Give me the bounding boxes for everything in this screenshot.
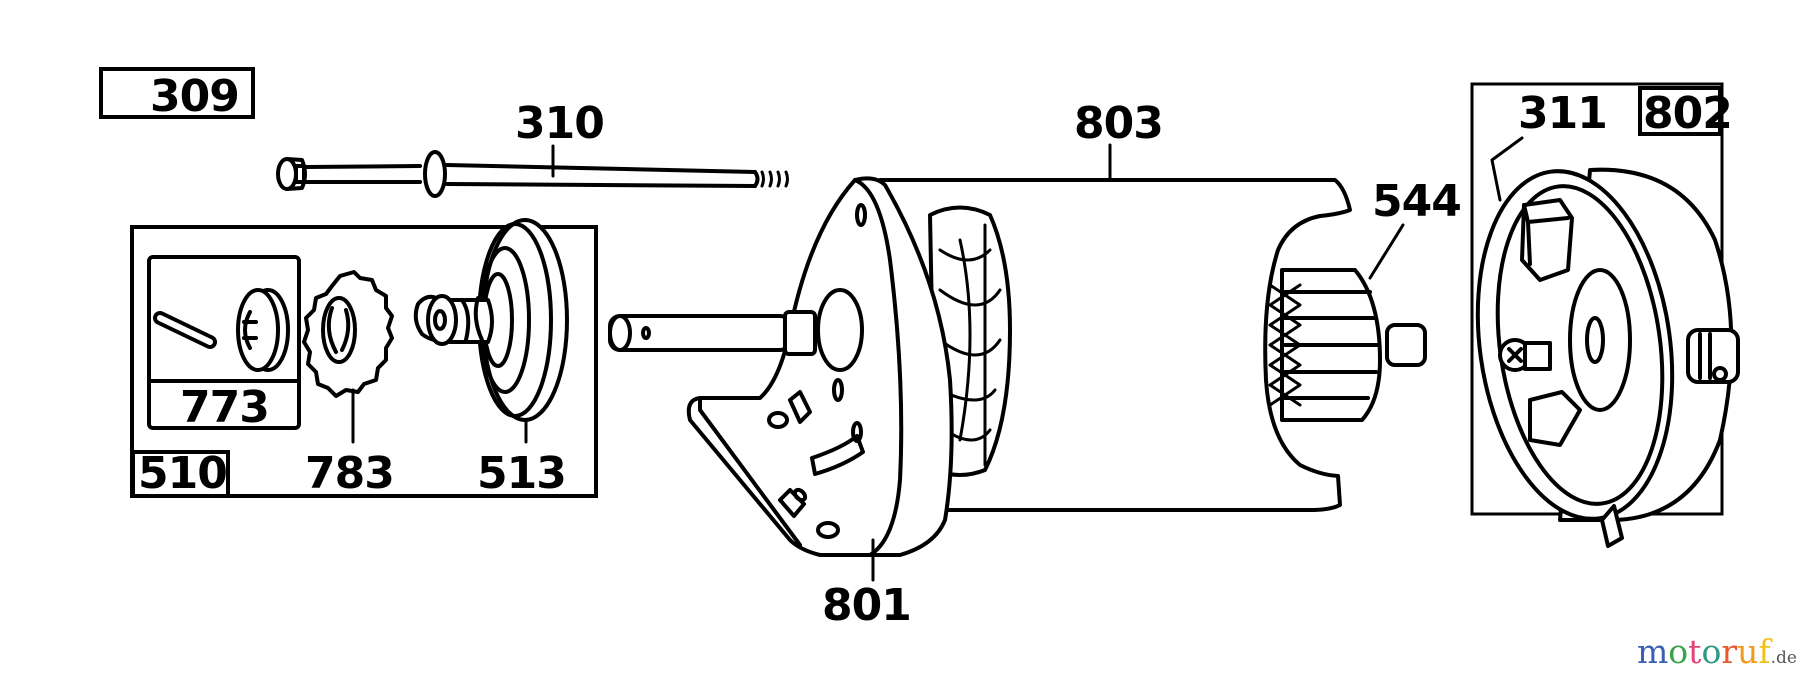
logo-letter: r xyxy=(1721,632,1738,671)
thread-icon xyxy=(760,170,789,188)
part-510-group[interactable]: 510 773 783 xyxy=(130,218,598,499)
part-label-510: 510 xyxy=(138,448,227,499)
logo-letter: t xyxy=(1688,632,1702,671)
logo-suffix: .de xyxy=(1770,648,1797,668)
shaft-icon xyxy=(608,314,792,352)
label-box-309 xyxy=(99,67,255,119)
label-box-510 xyxy=(131,450,230,498)
part-783[interactable]: 783 xyxy=(302,270,395,499)
group-box-510 xyxy=(130,225,598,498)
part-label-801: 801 xyxy=(822,580,911,631)
logo-letter: o xyxy=(1668,632,1689,671)
part-544[interactable]: 544 xyxy=(1268,176,1462,422)
leader-line-311 xyxy=(1490,136,1524,202)
part-309[interactable]: 309 xyxy=(99,67,255,122)
part-label-310: 310 xyxy=(515,98,604,149)
part-label-311: 311 xyxy=(1518,88,1607,139)
bolt-head-icon xyxy=(276,157,298,191)
part-803[interactable]: 803 xyxy=(828,98,1352,512)
part-802-group[interactable]: 802 311 xyxy=(1457,82,1740,548)
part-label-783: 783 xyxy=(305,448,394,499)
part-label-803: 803 xyxy=(1074,98,1163,149)
part-310[interactable]: 310 xyxy=(276,98,789,198)
part-513[interactable]: 513 xyxy=(413,218,569,499)
logo-letter: o xyxy=(1701,632,1722,671)
logo-letter: m xyxy=(1637,632,1669,671)
part-773[interactable]: 773 xyxy=(147,255,301,433)
washer-icon xyxy=(423,150,447,198)
logo-letter: f xyxy=(1758,632,1771,671)
part-label-773: 773 xyxy=(180,382,269,433)
watermark-logo: motoruf.de xyxy=(1637,632,1797,671)
label-box-773 xyxy=(147,255,301,430)
part-801[interactable]: 801 xyxy=(608,176,954,631)
part-label-802: 802 xyxy=(1643,88,1732,139)
label-box-802 xyxy=(1638,86,1722,136)
helix-drive-icon xyxy=(481,218,569,422)
end-cap-icon xyxy=(686,176,954,557)
leader-line-544 xyxy=(1368,223,1405,280)
part-311[interactable]: 311 xyxy=(1490,88,1608,202)
part-label-513: 513 xyxy=(477,448,566,499)
part-label-309: 309 xyxy=(150,71,239,122)
part-label-544: 544 xyxy=(1372,176,1461,227)
logo-letter: u xyxy=(1737,632,1759,671)
